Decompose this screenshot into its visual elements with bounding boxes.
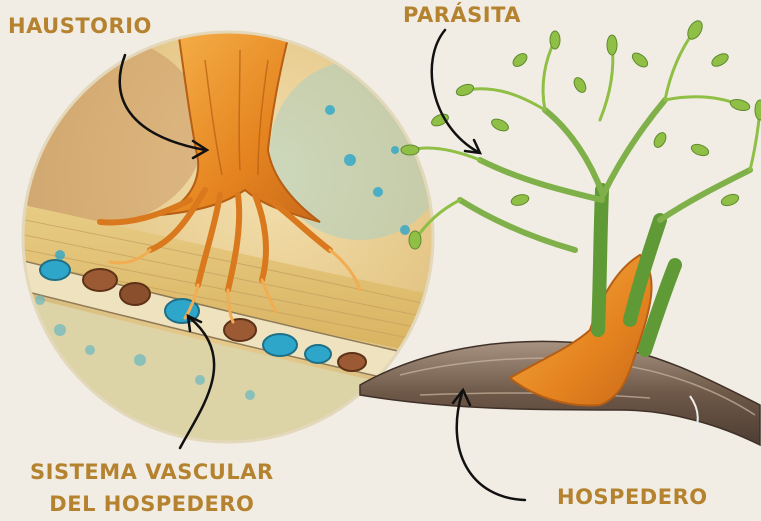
parasite-plant — [401, 18, 761, 405]
label-hospedero: HOSPEDERO — [557, 485, 708, 509]
label-parasita: PARÁSITA — [403, 3, 521, 27]
label-sistema-line2: DEL HOSPEDERO — [30, 488, 274, 520]
label-sistema-vascular: SISTEMA VASCULAR DEL HOSPEDERO — [30, 456, 274, 520]
arrow-head-parasita — [465, 140, 480, 153]
label-haustorio: HAUSTORIO — [8, 14, 152, 38]
label-sistema-line1: SISTEMA VASCULAR — [30, 456, 274, 488]
